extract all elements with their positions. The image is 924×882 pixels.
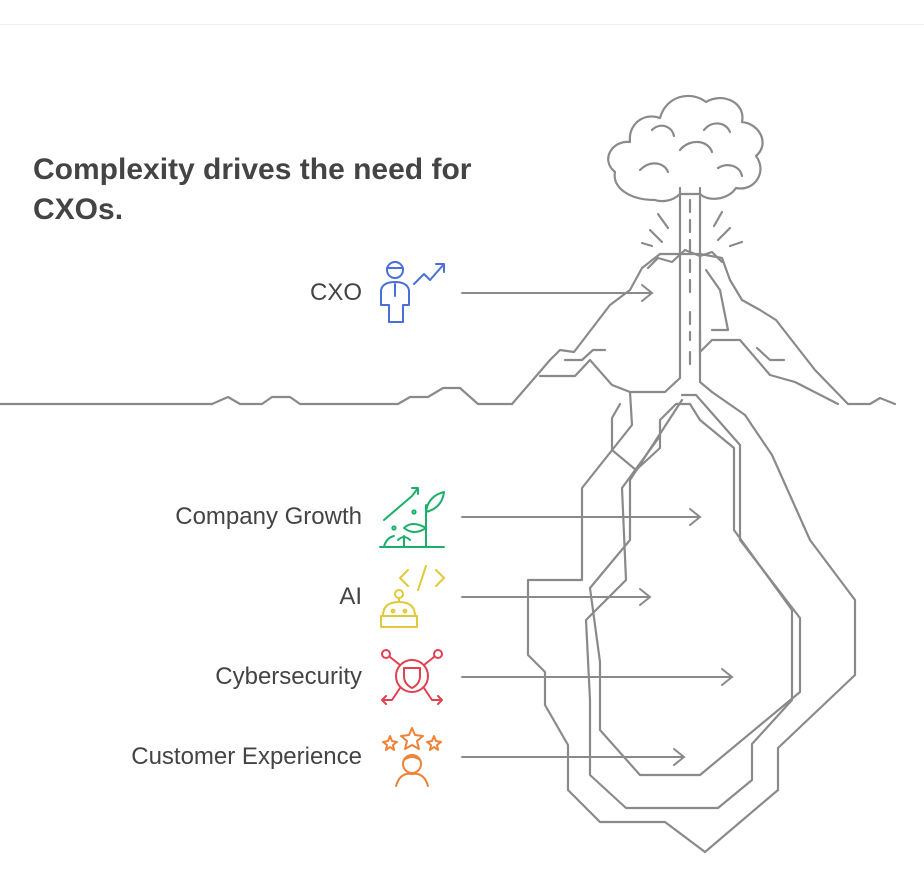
- crater: [646, 248, 724, 270]
- label-ai: AI: [339, 583, 362, 610]
- plant-growth-icon: [379, 487, 445, 548]
- customer-stars-icon: [382, 727, 442, 787]
- label-company-growth: Company Growth: [175, 503, 362, 530]
- smoke-cloud: [607, 94, 764, 203]
- page-title: Complexity drives the need for CXOs.: [33, 153, 472, 226]
- shield-network-icon: [381, 649, 443, 705]
- ground-line: [0, 386, 897, 406]
- iceberg-channel: [584, 402, 794, 810]
- arrow-cxo: [461, 284, 654, 302]
- volcano-slope-right: [704, 268, 730, 332]
- vent-left: [628, 186, 682, 394]
- iceberg-outer: [526, 390, 857, 854]
- robot-code-icon: [380, 565, 445, 628]
- vent-right: [698, 186, 714, 394]
- executive-growth-icon: [380, 261, 445, 323]
- label-cybersecurity: Cybersecurity: [215, 663, 362, 690]
- volcano-ridge-right: [698, 328, 840, 406]
- volcano-ridge-left: [538, 358, 632, 394]
- iceberg-inner-core: [588, 393, 802, 777]
- label-customer-experience: Customer Experience: [131, 743, 362, 770]
- volcano-ridge-left-2: [563, 348, 607, 362]
- top-divider: [0, 24, 924, 25]
- arrow-company-growth: [461, 508, 702, 526]
- arrow-customer-experience: [461, 748, 686, 766]
- arrow-ai: [461, 588, 652, 606]
- volcano-ridge-right-2: [755, 346, 786, 362]
- arrow-cybersecurity: [461, 668, 734, 686]
- splash-left: [640, 212, 670, 248]
- smoke-detail: [638, 122, 744, 178]
- splash-right: [712, 210, 744, 248]
- label-cxo: CXO: [309, 279, 362, 306]
